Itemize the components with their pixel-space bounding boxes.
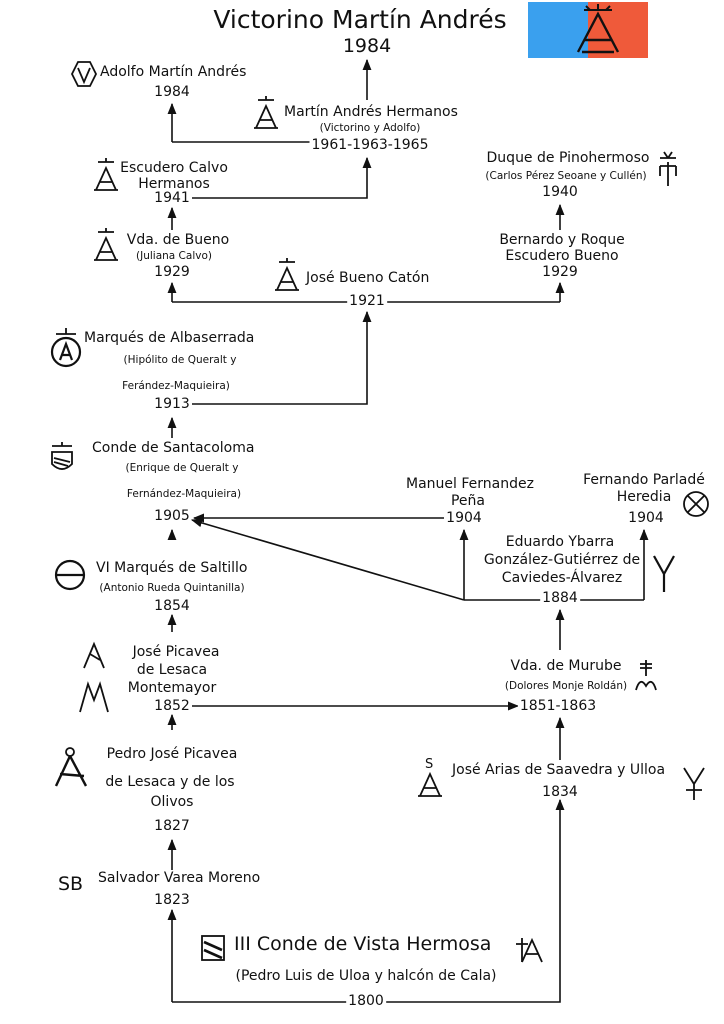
varea-sb-brand-icon: SB bbox=[58, 873, 84, 895]
martin-hermanos-name: Martín Andrés Hermanos bbox=[284, 104, 458, 120]
santacoloma-year: 1905 bbox=[154, 508, 190, 524]
pedro-name-1: Pedro José Picavea bbox=[106, 746, 238, 762]
manuel-name-2: Peña bbox=[450, 493, 486, 509]
crowned-circle-a-brand-icon bbox=[50, 328, 82, 368]
vista-hermosa-name: III Conde de Vista Hermosa bbox=[234, 933, 492, 955]
santacoloma-name: Conde de Santacoloma bbox=[92, 440, 255, 456]
varea-year: 1823 bbox=[154, 892, 190, 908]
header-year: 1984 bbox=[342, 35, 392, 57]
bernardo-name-1: Bernardo y Roque bbox=[499, 232, 625, 248]
duque-name: Duque de Pinohermoso bbox=[486, 150, 650, 166]
sa-brand-icon bbox=[418, 771, 442, 797]
varea-name: Salvador Varea Moreno bbox=[98, 870, 261, 886]
jose-bueno-year: 1921 bbox=[347, 293, 387, 310]
santacoloma-note-1: (Enrique de Queralt y bbox=[125, 462, 239, 474]
albaserrada-year: 1913 bbox=[154, 396, 190, 412]
albaserrada-note-2: Ferández-Maquieira) bbox=[122, 380, 230, 392]
ybarra-name-3: Caviedes-Álvarez bbox=[501, 570, 623, 586]
picavea-name-2: de Lesaca bbox=[136, 662, 208, 678]
bernardo-name-2: Escudero Bueno bbox=[505, 248, 619, 264]
vista-hermosa-note: (Pedro Luis de Uloa y halcón de Cala) bbox=[235, 968, 497, 984]
duque-note: (Carlos Pérez Seoane y Cullén) bbox=[485, 170, 647, 182]
crowned-a-brand-icon-jose-bueno bbox=[275, 258, 299, 291]
murube-brand-icon bbox=[635, 660, 657, 691]
crowned-a-brand-icon-martin bbox=[254, 96, 278, 129]
crowned-shield-brand-icon bbox=[51, 442, 73, 470]
adolfo-year: 1984 bbox=[154, 84, 190, 100]
parlade-name-2: Heredia bbox=[616, 489, 672, 505]
escudero-name-1: Escudero Calvo bbox=[120, 160, 228, 176]
manuel-year: 1904 bbox=[446, 510, 482, 526]
saltillo-year: 1854 bbox=[154, 598, 190, 614]
crowned-ph-brand-icon bbox=[659, 151, 677, 186]
y-cross-brand-icon bbox=[683, 767, 705, 800]
arias-year: 1834 bbox=[542, 784, 578, 800]
vista-hermosa-year: 1800 bbox=[346, 993, 386, 1010]
picavea-brand-icon bbox=[79, 641, 109, 713]
saltillo-note: (Antonio Rueda Quintanilla) bbox=[99, 582, 245, 594]
v-hexagon-brand-icon bbox=[70, 61, 98, 87]
line-ybarra-santacoloma bbox=[190, 518, 465, 601]
picavea-year: 1852 bbox=[154, 698, 190, 714]
saltillo-name: VI Marqués de Saltillo bbox=[96, 560, 248, 576]
murube-name: Vda. de Murube bbox=[510, 658, 622, 674]
y-brand-icon bbox=[653, 555, 675, 592]
pedro-year: 1827 bbox=[154, 818, 190, 834]
pedro-name-2: de Lesaca y de los bbox=[105, 774, 235, 790]
parlade-name-1: Fernando Parladé bbox=[583, 472, 705, 488]
vista-hermosa-shield-icon bbox=[201, 935, 225, 961]
ybarra-year: 1884 bbox=[540, 590, 580, 607]
line-1800-arias bbox=[172, 798, 565, 1003]
flag-right-red bbox=[588, 2, 648, 58]
vda-bueno-year: 1929 bbox=[154, 264, 190, 280]
line-escudero-martin bbox=[192, 156, 372, 199]
ybarra-name-2: González-Gutiérrez de bbox=[483, 552, 641, 568]
jose-bueno-name: José Bueno Catón bbox=[306, 270, 430, 286]
vda-bueno-name: Vda. de Bueno bbox=[126, 232, 230, 248]
escudero-year: 1941 bbox=[154, 190, 190, 206]
circle-line-brand-icon bbox=[54, 559, 86, 591]
parlade-year: 1904 bbox=[628, 510, 664, 526]
murube-note: (Dolores Monje Roldán) bbox=[504, 680, 628, 692]
compass-brand-icon bbox=[54, 747, 88, 787]
albaserrada-note-1: (Hipólito de Queralt y bbox=[123, 354, 237, 366]
page-title: Victorino Martín Andrés bbox=[213, 5, 507, 34]
bernardo-year: 1929 bbox=[542, 264, 578, 280]
picavea-name-3: Montemayor bbox=[127, 680, 217, 696]
pedro-name-3: Olivos bbox=[150, 794, 194, 810]
murube-years: 1851-1863 bbox=[517, 698, 599, 715]
picavea-name-1: José Picavea bbox=[132, 644, 220, 660]
vista-hermosa-brand-icon bbox=[516, 937, 543, 963]
arias-name: José Arias de Saavedra y Ulloa bbox=[452, 762, 666, 778]
manuel-name-1: Manuel Fernandez bbox=[406, 476, 534, 492]
flag-crowned-a-icon bbox=[576, 4, 620, 54]
adolfo-name: Adolfo Martín Andrés bbox=[100, 64, 247, 80]
line-albaserrada-bueno bbox=[192, 310, 372, 405]
albaserrada-name: Marqués de Albaserrada bbox=[84, 330, 255, 346]
martin-hermanos-note: (Victorino y Adolfo) bbox=[319, 122, 421, 134]
crowned-a-brand-icon-escudero bbox=[94, 158, 118, 191]
arias-s-letter: S bbox=[425, 757, 434, 772]
circle-cross-brand-icon bbox=[683, 491, 709, 517]
vda-bueno-note: (Juliana Calvo) bbox=[136, 250, 212, 262]
crowned-a-brand-icon-vda bbox=[94, 228, 118, 261]
duque-year: 1940 bbox=[542, 184, 578, 200]
ybarra-name-1: Eduardo Ybarra bbox=[505, 534, 615, 550]
martin-hermanos-years: 1961-1963-1965 bbox=[309, 137, 431, 154]
escudero-name-2: Hermanos bbox=[138, 176, 210, 192]
santacoloma-note-2: Fernández-Maquieira) bbox=[126, 488, 242, 500]
